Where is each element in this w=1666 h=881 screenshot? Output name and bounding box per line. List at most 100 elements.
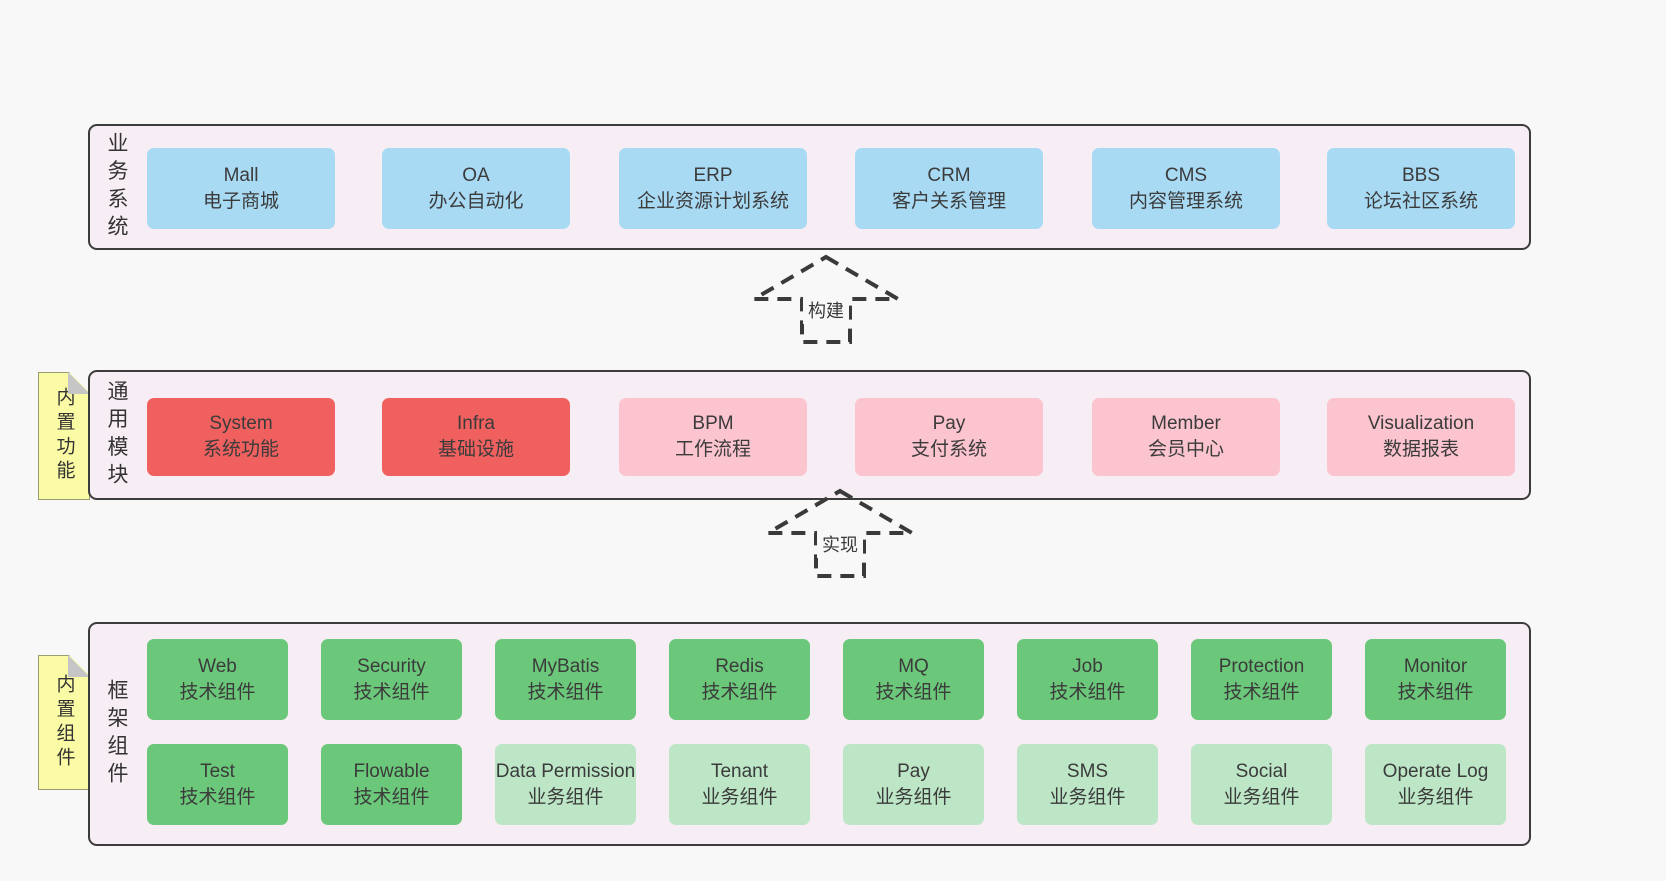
box-subtitle: 论坛社区系统 [1363, 190, 1478, 212]
arrow-label: 实现 [817, 530, 863, 558]
component-box-tenant: Tenant 业务组件 [669, 744, 810, 825]
box-subtitle: 业务组件 [527, 786, 604, 808]
box-subtitle: 技术组件 [1049, 681, 1126, 703]
note-fold-corner [68, 372, 90, 394]
business-systems-panel: 业务系统 Mall 电子商城 OA 办公自动化 ERP 企业资源计划系统 CRM… [88, 124, 1531, 250]
box-subtitle: 工作流程 [674, 439, 751, 460]
module-box-member: Member 会员中心 [1092, 398, 1280, 476]
component-box-social: Social 业务组件 [1191, 744, 1332, 825]
box-subtitle: 技术组件 [875, 681, 952, 703]
build-arrow: 构建 [751, 254, 901, 346]
box-title: Member [1151, 413, 1221, 434]
component-box-protection: Protection 技术组件 [1191, 639, 1332, 720]
component-box-job: Job 技术组件 [1017, 639, 1158, 720]
component-box-web: Web 技术组件 [147, 639, 288, 720]
framework-components-panel: 框架组件 Web 技术组件 Security 技术组件 MyBatis 技术组件… [88, 622, 1531, 846]
up-arrow-icon [751, 254, 901, 344]
component-box-pay: Pay 业务组件 [843, 744, 984, 825]
component-box-redis: Redis 技术组件 [669, 639, 810, 720]
module-box-visualization: Visualization 数据报表 [1327, 398, 1515, 476]
box-subtitle: 办公自动化 [428, 190, 524, 212]
box-subtitle: 数据报表 [1382, 439, 1459, 460]
component-box-flowable: Flowable 技术组件 [321, 744, 462, 825]
box-subtitle: 技术组件 [1223, 681, 1300, 703]
system-box-oa: OA 办公自动化 [382, 148, 570, 229]
box-title: Visualization [1367, 413, 1475, 434]
box-title: Mall [223, 164, 259, 186]
panel-label-business-systems: 业务系统 [105, 131, 128, 243]
box-title: Test [200, 760, 235, 782]
system-box-crm: CRM 客户关系管理 [855, 148, 1043, 229]
box-subtitle: 技术组件 [1397, 681, 1474, 703]
sticky-note-text: 内置组件 [53, 673, 75, 772]
box-title: Data Permission [495, 760, 636, 782]
component-box-mybatis: MyBatis 技术组件 [495, 639, 636, 720]
panel-label-framework-components: 框架组件 [105, 678, 128, 790]
component-box-operate-log: Operate Log 业务组件 [1365, 744, 1506, 825]
box-title: MQ [898, 655, 929, 677]
box-title: Infra [456, 413, 496, 434]
box-title: Security [357, 655, 426, 677]
box-title: Redis [715, 655, 764, 677]
component-box-data-permission: Data Permission 业务组件 [495, 744, 636, 825]
arrow-label: 构建 [803, 296, 849, 324]
box-subtitle: 技术组件 [527, 681, 604, 703]
sticky-note-text: 内置功能 [53, 387, 75, 485]
box-title: Monitor [1403, 655, 1468, 677]
box-subtitle: 系统功能 [202, 439, 279, 460]
implement-arrow: 实现 [765, 488, 915, 580]
box-title: SMS [1066, 760, 1109, 782]
note-fold-corner [68, 655, 90, 677]
box-title: Web [198, 655, 237, 677]
system-box-mall: Mall 电子商城 [147, 148, 335, 229]
box-title: CRM [927, 164, 971, 186]
box-subtitle: 内容管理系统 [1128, 190, 1243, 212]
box-title: BPM [692, 413, 734, 434]
box-title: OA [462, 164, 490, 186]
system-box-cms: CMS 内容管理系统 [1092, 148, 1280, 229]
box-subtitle: 客户关系管理 [891, 190, 1006, 212]
box-title: Operate Log [1382, 760, 1489, 782]
panel-label-common-modules: 通用模块 [105, 379, 128, 491]
box-subtitle: 业务组件 [1049, 786, 1126, 808]
box-subtitle: 业务组件 [1223, 786, 1300, 808]
component-box-test: Test 技术组件 [147, 744, 288, 825]
component-box-mq: MQ 技术组件 [843, 639, 984, 720]
box-subtitle: 技术组件 [353, 786, 430, 808]
box-title: Pay [932, 413, 966, 434]
module-box-infra: Infra 基础设施 [382, 398, 570, 476]
box-subtitle: 企业资源计划系统 [636, 190, 789, 212]
box-title: MyBatis [531, 655, 600, 677]
box-subtitle: 技术组件 [179, 681, 256, 703]
component-box-sms: SMS 业务组件 [1017, 744, 1158, 825]
box-subtitle: 业务组件 [1397, 786, 1474, 808]
box-title: System [209, 413, 273, 434]
box-title: Job [1072, 655, 1103, 677]
box-subtitle: 电子商城 [202, 190, 279, 212]
module-box-bpm: BPM 工作流程 [619, 398, 807, 476]
box-title: Protection [1218, 655, 1305, 677]
box-title: Pay [897, 760, 930, 782]
system-box-bbs: BBS 论坛社区系统 [1327, 148, 1515, 229]
sticky-note-built-in-components: 内置组件 [38, 655, 90, 790]
component-box-security: Security 技术组件 [321, 639, 462, 720]
box-subtitle: 会员中心 [1147, 439, 1224, 460]
box-title: Tenant [710, 760, 769, 782]
component-box-monitor: Monitor 技术组件 [1365, 639, 1506, 720]
up-arrow-icon [765, 488, 915, 578]
box-subtitle: 基础设施 [437, 439, 514, 460]
box-title: ERP [693, 164, 733, 186]
box-subtitle: 技术组件 [353, 681, 430, 703]
system-box-erp: ERP 企业资源计划系统 [619, 148, 807, 229]
box-subtitle: 技术组件 [179, 786, 256, 808]
common-modules-panel: 通用模块 System 系统功能 Infra 基础设施 BPM 工作流程 Pay… [88, 370, 1531, 500]
box-title: Flowable [353, 760, 430, 782]
box-title: CMS [1164, 164, 1208, 186]
box-subtitle: 业务组件 [701, 786, 778, 808]
sticky-note-built-in-features: 内置功能 [38, 372, 90, 500]
box-title: BBS [1401, 164, 1441, 186]
box-subtitle: 业务组件 [875, 786, 952, 808]
module-box-pay: Pay 支付系统 [855, 398, 1043, 476]
box-subtitle: 技术组件 [701, 681, 778, 703]
